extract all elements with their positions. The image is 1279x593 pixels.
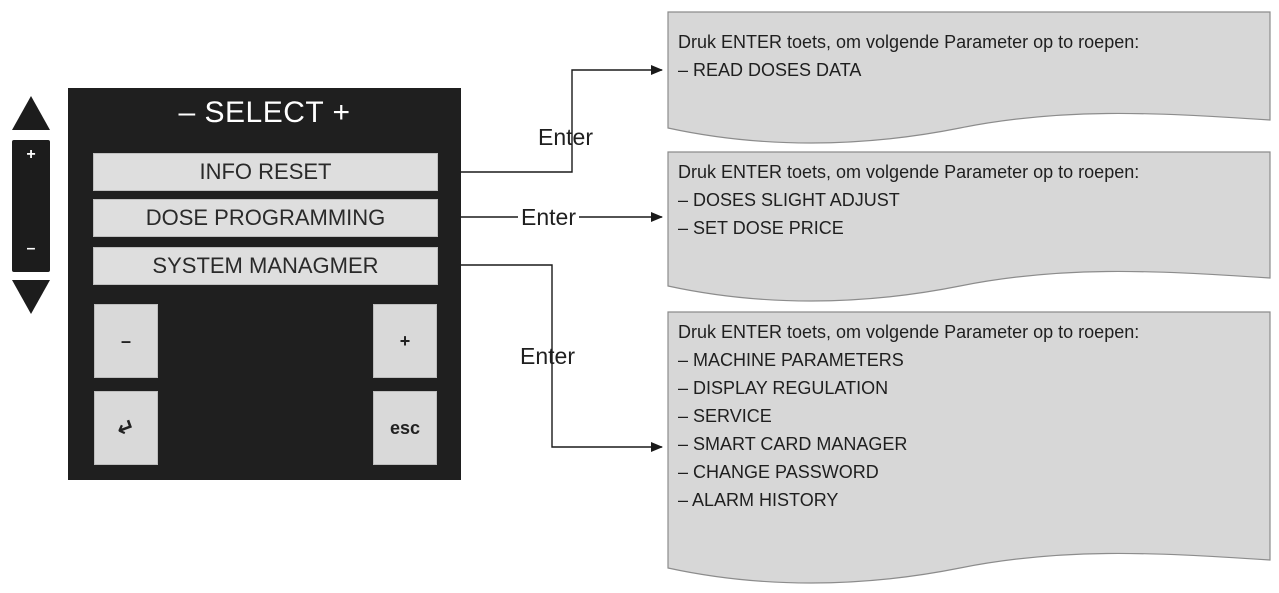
menu-item-info-reset[interactable]: INFO RESET (93, 153, 438, 191)
scroll-control[interactable]: + – (12, 140, 50, 272)
esc-key[interactable]: esc (373, 391, 437, 465)
enter-return-icon: ↵ (112, 412, 139, 443)
info-box-3: Druk ENTER toets, om volgende Parameter … (678, 318, 1268, 514)
info-box-3-line: – CHANGE PASSWORD (678, 462, 879, 482)
enter-label-3: Enter (520, 343, 575, 369)
info-box-2-heading: Druk ENTER toets, om volgende Parameter … (678, 162, 1140, 182)
info-box-1-shape (667, 11, 1271, 144)
scroll-down-arrow-icon (12, 280, 50, 314)
info-box-2-line: – SET DOSE PRICE (678, 218, 844, 238)
wire-system-managmer (461, 264, 663, 452)
enter-key[interactable]: ↵ (94, 391, 158, 465)
info-box-1: Druk ENTER toets, om volgende Parameter … (678, 28, 1268, 84)
info-box-3-heading: Druk ENTER toets, om volgende Parameter … (678, 322, 1140, 342)
info-box-2-line: – DOSES SLIGHT ADJUST (678, 190, 900, 210)
info-box-2: Druk ENTER toets, om volgende Parameter … (678, 158, 1268, 242)
info-box-3-line: – ALARM HISTORY (678, 490, 839, 510)
info-box-1-heading: Druk ENTER toets, om volgende Parameter … (678, 32, 1140, 52)
minus-key[interactable]: – (94, 304, 158, 378)
control-panel: – SELECT + INFO RESET DOSE PROGRAMMING S… (68, 88, 461, 480)
info-box-3-line: – DISPLAY REGULATION (678, 378, 889, 398)
menu-item-system-managmer[interactable]: SYSTEM MANAGMER (93, 247, 438, 285)
scroll-minus-label: – (26, 240, 36, 257)
scroll-plus-label: + (26, 146, 36, 163)
info-box-3-line: – MACHINE PARAMETERS (678, 350, 904, 370)
scroll-up-arrow-icon (12, 96, 50, 130)
info-box-3-line: – SERVICE (678, 406, 772, 426)
info-box-1-line: – READ DOSES DATA (678, 60, 862, 80)
info-box-3-shape (667, 311, 1271, 584)
enter-label-1: Enter (538, 124, 593, 150)
wire-info-reset (461, 65, 663, 173)
enter-label-2: Enter (518, 204, 579, 231)
menu-item-dose-programming[interactable]: DOSE PROGRAMMING (93, 199, 438, 237)
panel-title: – SELECT + (178, 96, 351, 129)
info-box-3-line: – SMART CARD MANAGER (678, 434, 908, 454)
plus-key[interactable]: + (373, 304, 437, 378)
info-box-2-shape (667, 151, 1271, 302)
